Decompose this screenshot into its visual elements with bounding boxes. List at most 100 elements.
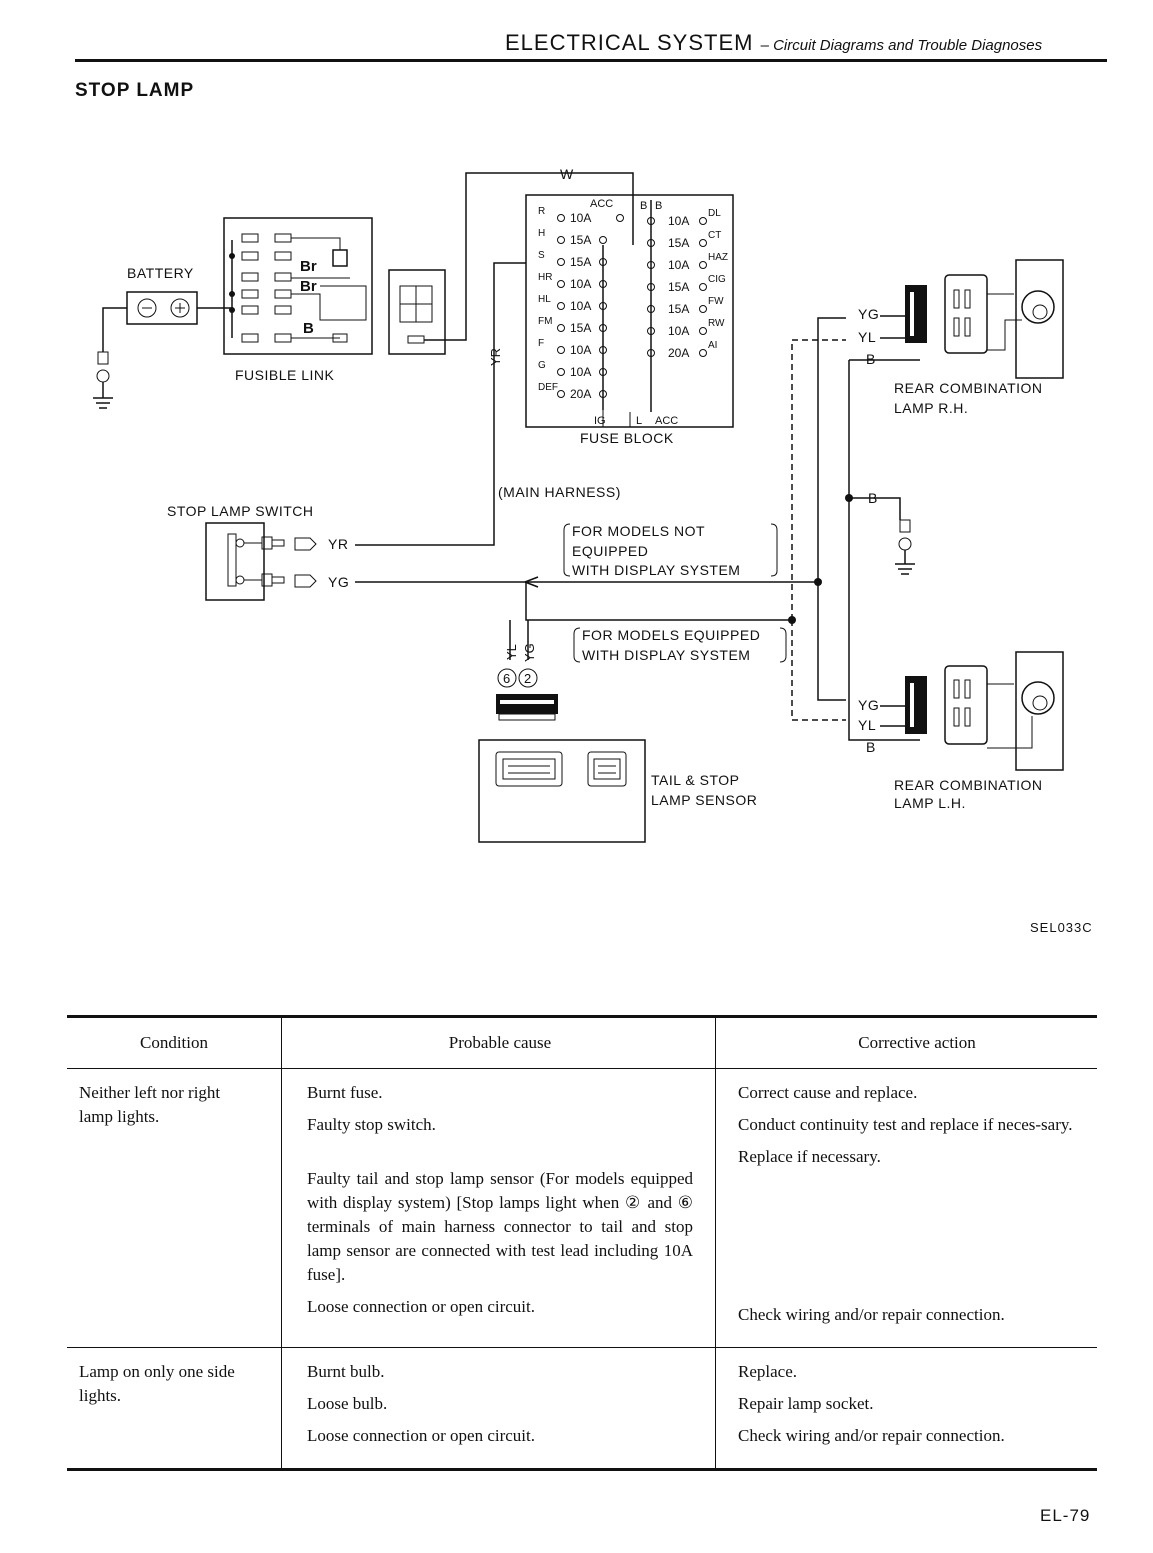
header-probable-cause: Probable cause <box>281 1015 716 1069</box>
fuse-code: DEF <box>538 382 558 393</box>
fuse-code: G <box>538 360 546 371</box>
fuse-code: FW <box>708 296 724 307</box>
fuse-code: RW <box>708 318 725 329</box>
fuse-rating: 10A <box>570 211 591 225</box>
note-not-equipped: FOR MODELS NOT EQUIPPED WITH DISPLAY SYS… <box>563 523 778 578</box>
fuse-rating: 15A <box>570 233 591 247</box>
fuse-rating: 15A <box>668 302 689 316</box>
stop-lamp-circuit-diagram: BATTERY Br Br B FUSIBLE LINK <box>93 166 1064 843</box>
fuse-terminal <box>699 217 707 225</box>
note-not-equipped-line-3: WITH DISPLAY SYSTEM <box>572 562 740 578</box>
condition-cell: Lamp on only one side lights. <box>67 1347 282 1471</box>
header-title: ELECTRICAL SYSTEM <box>505 30 754 55</box>
lh-wire-b: B <box>866 739 876 755</box>
action-item: Check wiring and/or repair connection. <box>738 1426 1005 1445</box>
action-item: Conduct continuity test and replace if n… <box>738 1115 1073 1134</box>
header-rule <box>75 59 1107 62</box>
fuse-terminal <box>647 239 655 247</box>
stop-lamp-switch: STOP LAMP SWITCH YR YG <box>167 503 349 601</box>
action-item: Correct cause and replace. <box>738 1083 918 1102</box>
fuse-rating: 10A <box>570 299 591 313</box>
fuse-rating: 20A <box>570 387 591 401</box>
fuse-code: HR <box>538 272 552 283</box>
main-harness-connector: 6 2 <box>496 668 558 721</box>
rear-combination-lamp-rh: YG YL B REAR COMBINATION LAMP R.H. <box>858 259 1064 416</box>
fuse-top-b1: B <box>640 200 647 212</box>
action-item: Repair lamp socket. <box>738 1394 874 1413</box>
rh-wire-b: B <box>866 351 876 367</box>
relay-box: W <box>388 166 634 355</box>
main-harness-label: (MAIN HARNESS) <box>498 484 621 500</box>
fuse-code: R <box>538 206 545 217</box>
action-item: Replace. <box>738 1362 797 1381</box>
fuse-terminal <box>699 261 707 269</box>
fuse-code: CT <box>708 230 721 241</box>
fuse-code: HAZ <box>708 252 728 263</box>
fuse-rating: 10A <box>570 365 591 379</box>
cause-item: Faulty tail and stop lamp sensor (For mo… <box>307 1169 693 1284</box>
fuse-code: CIG <box>708 274 726 285</box>
fuse-bottom-ig: IG <box>594 415 606 427</box>
fuse-terminal <box>557 214 565 222</box>
rear-rh-label-line-1: REAR COMBINATION <box>894 380 1043 396</box>
switch-wire-yg: YG <box>328 574 349 590</box>
rh-wire-yl: YL <box>858 329 876 345</box>
stop-lamp-switch-label: STOP LAMP SWITCH <box>167 503 313 519</box>
page-number: EL-79 <box>1040 1506 1091 1525</box>
rear-lh-label-line-1: REAR COMBINATION <box>894 777 1043 793</box>
rear-combination-lamp-lh: YG YL B REAR COMBINATION LAMP L.H. <box>858 651 1064 811</box>
fuse-rating: 15A <box>570 255 591 269</box>
lh-wire-yg: YG <box>858 697 879 713</box>
fuse-terminal <box>647 327 655 335</box>
fuse-terminal <box>699 239 707 247</box>
fusible-wire-br-2: Br <box>300 278 317 295</box>
table-header-row: Condition Probable cause Corrective acti… <box>67 1015 1097 1069</box>
fusible-link-label: FUSIBLE LINK <box>235 367 335 383</box>
sensor-label-line-2: LAMP SENSOR <box>651 792 757 808</box>
table-row: Lamp on only one side lights. Burnt bulb… <box>67 1347 1097 1471</box>
condition-line: lamp lights. <box>79 1107 160 1126</box>
cause-cell: Burnt bulb. Loose bulb. Loose connection… <box>281 1347 716 1471</box>
fuse-rating: 20A <box>668 346 689 360</box>
note-not-equipped-line-2: EQUIPPED <box>572 543 648 559</box>
connector-terminal-2: 2 <box>524 671 531 686</box>
condition-line: Lamp on only one side <box>79 1362 235 1381</box>
fuse-terminal <box>699 349 707 357</box>
fuse-terminal <box>699 305 707 313</box>
condition-line: Neither left nor right <box>79 1083 221 1102</box>
fuse-code: DL <box>708 208 721 219</box>
fuse-terminal <box>699 327 707 335</box>
fuse-terminal <box>557 236 565 244</box>
header-corrective-action: Corrective action <box>715 1015 1097 1069</box>
fuse-terminal <box>557 302 565 310</box>
fuse-terminal <box>599 324 607 332</box>
connector-wire-yg: YG <box>522 643 537 662</box>
note-equipped-line-1: FOR MODELS EQUIPPED <box>582 627 760 643</box>
wire-yr-vertical: YR <box>488 348 503 366</box>
fuse-terminal <box>557 280 565 288</box>
fuse-code: F <box>538 338 544 349</box>
sensor-label-line-1: TAIL & STOP <box>651 772 740 788</box>
fuse-terminal <box>599 390 607 398</box>
header-subtitle: – Circuit Diagrams and Trouble Diagnoses <box>760 37 1043 54</box>
rear-rh-label-line-2: LAMP R.H. <box>894 400 968 416</box>
fuse-bottom-l: L <box>636 415 642 427</box>
section-title: STOP LAMP <box>75 80 195 101</box>
figure-code: SEL033C <box>1030 920 1093 935</box>
action-item: Replace if necessary. <box>738 1147 881 1166</box>
fuse-terminal <box>647 305 655 313</box>
cause-item: Burnt fuse. <box>307 1083 383 1102</box>
ground-wire-b: B <box>868 490 878 506</box>
note-not-equipped-line-1: FOR MODELS NOT <box>572 523 705 539</box>
rear-lh-label-line-2: LAMP L.H. <box>894 795 966 811</box>
cause-item: Burnt bulb. <box>307 1362 385 1381</box>
fuse-rating: 10A <box>668 324 689 338</box>
fuse-rating: 10A <box>570 343 591 357</box>
note-equipped-line-2: WITH DISPLAY SYSTEM <box>582 647 750 663</box>
connector-wire-yl: YL <box>504 644 519 660</box>
fuse-terminal <box>647 217 655 225</box>
fuse-code: HL <box>538 294 551 305</box>
cause-cell: Burnt fuse. Faulty stop switch. Faulty t… <box>281 1068 716 1348</box>
fuse-terminal <box>647 261 655 269</box>
